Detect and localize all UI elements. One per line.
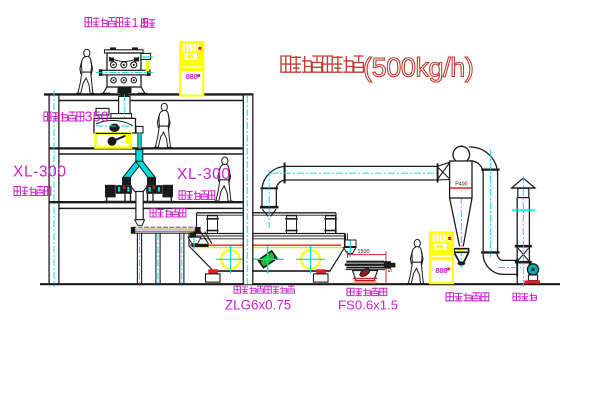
svg-text:1500: 1500 xyxy=(358,249,370,255)
svg-text:XL-300: XL-300 xyxy=(177,166,231,183)
svg-text:FS0.6x1.5: FS0.6x1.5 xyxy=(338,298,398,313)
svg-text:XL-300: XL-300 xyxy=(13,164,67,181)
svg-text:(500kg/h): (500kg/h) xyxy=(363,53,473,83)
svg-text:P400: P400 xyxy=(455,182,467,188)
svg-text:888: 888 xyxy=(186,72,198,81)
svg-text:350: 350 xyxy=(85,110,109,126)
svg-text:540: 540 xyxy=(388,263,394,272)
svg-text:ZLG6x0.75: ZLG6x0.75 xyxy=(225,298,291,313)
svg-text:888: 888 xyxy=(435,266,447,275)
